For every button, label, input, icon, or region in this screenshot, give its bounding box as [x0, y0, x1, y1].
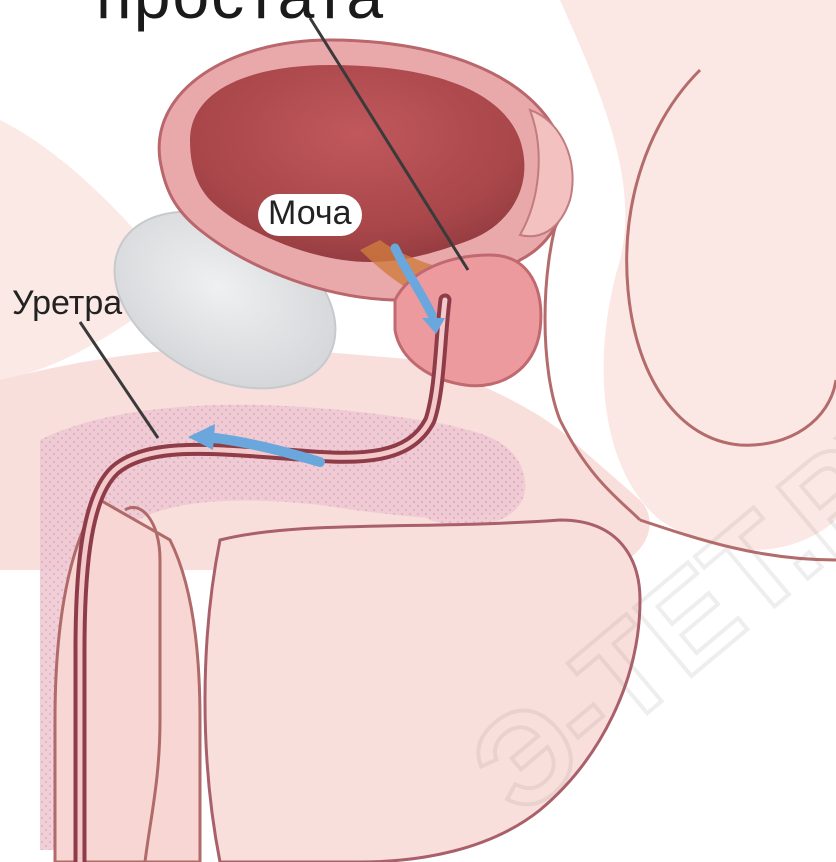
prostate: [395, 255, 541, 386]
urine-label: Моча: [258, 194, 362, 236]
urethra-label: Уретра: [12, 286, 122, 320]
prostate-label: простата: [96, 0, 385, 28]
